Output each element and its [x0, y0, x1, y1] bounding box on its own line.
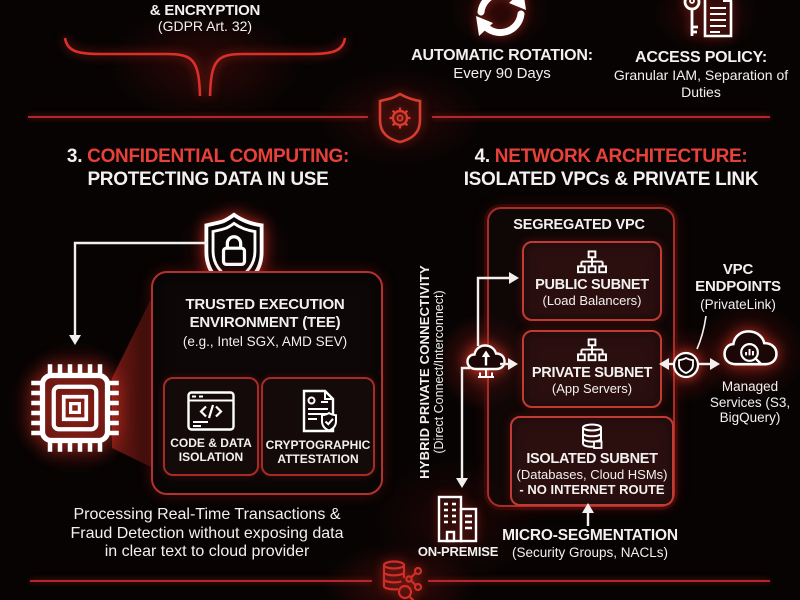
private-subnet-box: PRIVATE SUBNET (App Servers) [522, 330, 662, 408]
section4-title-text: NETWORK ARCHITECTURE: [494, 146, 748, 167]
section4-number: 4. [474, 146, 491, 167]
privatelink-label: (PrivateLink) [700, 297, 776, 312]
subnet-name: PRIVATE SUBNET [531, 365, 653, 381]
subnet-name: ISOLATED SUBNET [526, 451, 658, 467]
gdpr-subheading: (GDPR Art. 32) [157, 18, 253, 34]
key-policy-icon [683, 0, 733, 38]
rotation-title: AUTOMATIC ROTATION: [411, 47, 593, 64]
cloud-connect-icon [466, 344, 506, 378]
endpoint-shield-icon [672, 351, 700, 379]
isolated-subnet-box: ISOLATED SUBNET (Databases, Cloud HSMs) … [510, 416, 674, 506]
subnet-detail: (Load Balancers) [542, 293, 642, 308]
code-window-icon [187, 391, 235, 431]
feature-box-isolation: CODE & DATA ISOLATION [163, 377, 259, 476]
public-subnet-box: PUBLIC SUBNET (Load Balancers) [522, 241, 662, 321]
load-balancer-icon [577, 250, 607, 274]
bottom-divider-right [428, 580, 770, 582]
divider-line-left [28, 116, 368, 118]
subnet-name: PUBLIC SUBNET [535, 277, 649, 293]
access-policy-title: ACCESS POLICY: [634, 49, 768, 66]
tee-subtitle: (e.g., Intel SGX, AMD SEV) [182, 334, 348, 349]
subnet-detail: (App Servers) [551, 381, 633, 396]
feature-label: CODE & DATA ISOLATION [170, 436, 252, 464]
subnet-detail: (Databases, Cloud HSMs) [516, 467, 668, 482]
managed-services-label: Managed Services (S3, BigQuery) [709, 379, 791, 425]
attestation-doc-icon [302, 389, 337, 433]
section3-title: 3. CONFIDENTIAL COMPUTING: PROTECTING DA… [30, 145, 386, 191]
cpu-chip-icon [31, 364, 119, 452]
encryption-heading: & ENCRYPTION [149, 2, 261, 19]
hybrid-connectivity-label: HYBRID PRIVATE CONNECTIVITY (Direct Conn… [417, 265, 446, 479]
projection-beam [112, 295, 153, 468]
app-servers-icon [577, 338, 607, 362]
rotation-arrows-icon [476, 0, 526, 37]
section3-title-text: CONFIDENTIAL COMPUTING: [87, 146, 350, 167]
access-policy-subtitle: Granular IAM, Separation of Duties [613, 67, 789, 100]
buildings-icon [437, 495, 478, 543]
bottom-divider-left [30, 580, 372, 582]
brace-shape [63, 37, 347, 97]
feature-label: CRYPTOGRAPHIC ATTESTATION [265, 438, 371, 466]
section3-subtitle: PROTECTING DATA IN USE [87, 169, 329, 190]
feature-box-attestation: CRYPTOGRAPHIC ATTESTATION [261, 377, 375, 476]
section3-number: 3. [66, 146, 83, 167]
database-network-icon [382, 560, 423, 600]
managed-cloud-icon [723, 330, 778, 366]
tee-title: TRUSTED EXECUTION ENVIRONMENT (TEE) [185, 296, 345, 331]
section3-caption: Processing Real-Time Transactions & Frau… [70, 506, 344, 560]
shield-gear-icon [378, 92, 422, 144]
rotation-subtitle: Every 90 Days [453, 65, 551, 82]
divider-line-right [432, 116, 770, 118]
micro-segmentation-title: MICRO-SEGMENTATION [502, 527, 678, 544]
on-premise-label: ON-PREMISE [417, 544, 499, 559]
section4-title: 4. NETWORK ARCHITECTURE: ISOLATED VPCs &… [428, 145, 794, 191]
section4-subtitle: ISOLATED VPCs & PRIVATE LINK [463, 169, 759, 190]
vpc-endpoints-title: VPC ENDPOINTS [695, 261, 781, 295]
vpc-header: SEGREGATED VPC [513, 217, 645, 233]
subnet-note: - NO INTERNET ROUTE [519, 482, 665, 497]
database-icon [582, 423, 603, 449]
micro-segmentation-subtitle: (Security Groups, NACLs) [511, 545, 669, 560]
